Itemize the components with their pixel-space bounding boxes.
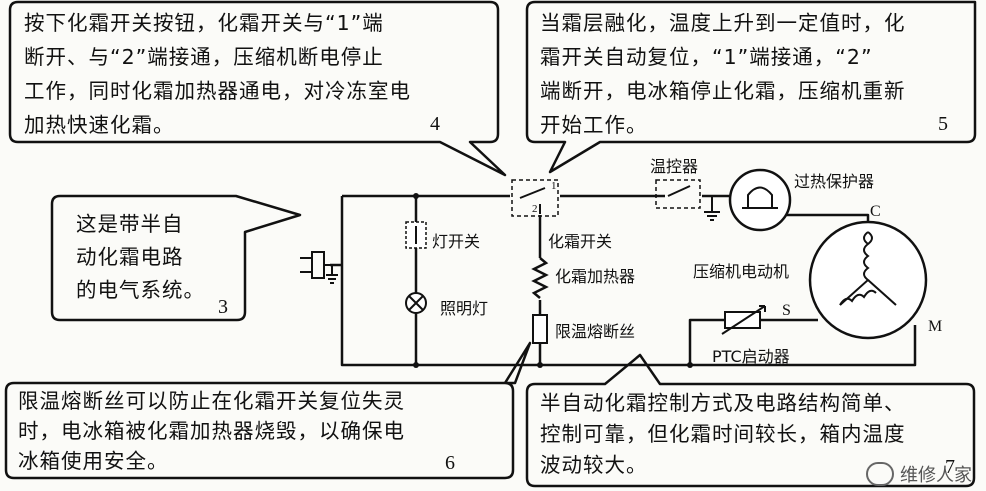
defrost-switch-box <box>511 179 559 217</box>
watermark-text: 维修人家 <box>900 465 972 486</box>
label-switch-1: 1 <box>551 180 557 192</box>
label-ptc: PTC启动器 <box>712 347 790 366</box>
label-terminal-m: M <box>928 318 943 335</box>
label-light-switch: 灯开关 <box>432 232 481 251</box>
fuse-icon <box>532 314 548 344</box>
thermostat-box <box>655 179 701 209</box>
label-thermostat: 温控器 <box>650 157 699 176</box>
label-fuse: 限温熔断丝 <box>555 322 636 341</box>
label-motor: 压缩机电动机 <box>693 262 790 281</box>
label-lamp: 照明灯 <box>440 299 489 318</box>
callout-bubble-3 <box>50 194 302 322</box>
callout-3-number: 3 <box>218 296 228 318</box>
label-switch-2: 2 <box>532 203 538 215</box>
callout-3-text: 这是带半自动化霜电路 的电气系统。 <box>76 212 205 302</box>
callout-5-number: 5 <box>938 113 948 135</box>
callout-7-number: 7 <box>945 456 955 478</box>
callout-bubble-5 <box>525 0 977 174</box>
callout-5-text: 当霜层融化，温度上升到一定值时，化霜开关自动复位，“1”端接通，“2” 端断开，… <box>540 11 906 137</box>
callout-6-text: 限温熔断丝可以防止在化霜开关复位失灵时，电冰箱被化霜加热器烧毁，以确保电 冰箱使… <box>18 389 405 473</box>
wechat-icon <box>866 462 894 486</box>
label-heater: 化霜加热器 <box>555 267 636 286</box>
callout-7-text: 半自动化霜控制方式及电路结构简单、控制可靠，但化霜时间较长，箱内温度 波动较大。 <box>540 391 906 477</box>
wire-left <box>340 196 690 367</box>
heater-icon <box>531 257 549 299</box>
label-terminal-c: C <box>870 203 881 220</box>
callout-bubble-4 <box>8 0 507 177</box>
wire-bottom-right <box>690 325 917 367</box>
callout-4-text: 按下化霜开关按钮，化霜开关与“1”端断开、与“2”端接通，压缩机断电停止 工作，… <box>24 11 411 137</box>
label-overheat-protector: 过热保护器 <box>794 172 875 191</box>
overheat-protector-icon <box>728 168 792 232</box>
watermark: 维修人家 <box>866 461 972 487</box>
callout-6-number: 6 <box>445 452 455 474</box>
callout-4-number: 4 <box>430 113 440 135</box>
callout-bubble-6 <box>4 341 532 480</box>
plug-icon <box>300 251 338 284</box>
callout-bubble-7 <box>525 353 976 488</box>
label-terminal-s: S <box>782 302 791 319</box>
label-defrost-switch: 化霜开关 <box>548 232 613 251</box>
wire-ptc <box>688 318 818 365</box>
